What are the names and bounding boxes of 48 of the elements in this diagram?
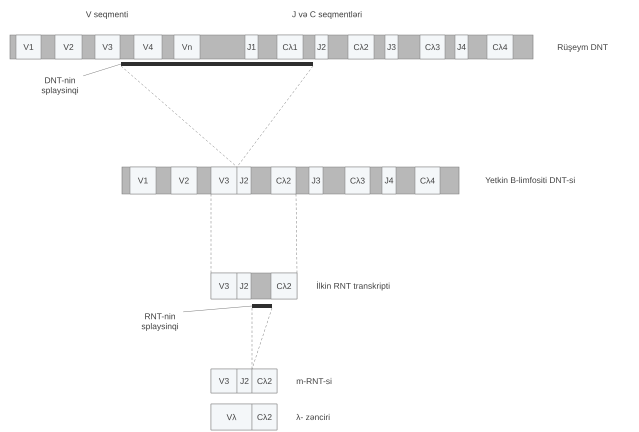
gene-segment-box: V3 (210, 368, 238, 394)
gene-segment-box: V2 (170, 166, 198, 194)
projection-line (236, 66, 314, 168)
row-label: m-RNT-si (296, 378, 332, 384)
splicing-bar (121, 62, 313, 66)
leader-line (182, 306, 252, 312)
gene-segment-box: J1 (244, 34, 258, 60)
gene-segment-box: J2 (314, 34, 328, 60)
row-label: Yetkin B-limfositi DNT-si (485, 176, 575, 184)
section-label: J və C seqmentləri (292, 11, 362, 19)
projection-line (120, 66, 238, 168)
gene-segment-box: Cλ2 (252, 404, 278, 430)
row-label: İlkin RNT transkripti (316, 281, 390, 291)
projection-line (296, 194, 298, 274)
gene-segment-box: Cλ1 (276, 34, 304, 60)
gene-segment-box: Cλ2 (348, 34, 374, 60)
gene-segment-box: J4 (454, 34, 468, 60)
gene-segment-box: Cλ2 (270, 272, 298, 300)
gene-segment-box: J3 (384, 34, 398, 60)
row-label: Rüşeym DNT (558, 44, 608, 52)
splicing-bar (252, 304, 272, 308)
annotation-text: DNT-nin splaysinqi (42, 77, 78, 95)
projection-line (252, 308, 272, 370)
gene-segment-box: V3 (210, 166, 238, 194)
gene-segment-box: J3 (308, 166, 324, 194)
gene-segment-box: J4 (382, 166, 396, 194)
gene-segment-box: Vn (174, 34, 200, 60)
leader-line (82, 64, 122, 76)
row-label: λ- zənciri (296, 414, 330, 420)
gene-segment-box: V1 (16, 34, 42, 60)
gene-segment-box: V1 (130, 166, 156, 194)
section-label: V seqmenti (86, 11, 128, 19)
gene-segment-box: V3 (94, 34, 120, 60)
gene-segment-box: V2 (54, 34, 82, 60)
gene-segment-box: Vλ (210, 404, 252, 430)
gene-segment-box: J2 (236, 368, 252, 394)
gene-segment-box: Cλ3 (344, 166, 370, 194)
projection-line (210, 194, 212, 274)
gene-segment-box: Cλ2 (270, 166, 296, 194)
gene-segment-box: V4 (134, 34, 162, 60)
gene-segment-box: Cλ2 (252, 368, 278, 394)
gene-segment-box: V3 (210, 272, 238, 300)
gene-segment-box: Cλ3 (420, 34, 446, 60)
gene-segment-box: J2 (236, 272, 252, 300)
gene-segment-box: Cλ4 (414, 166, 440, 194)
gene-segment-box: J2 (236, 166, 252, 194)
annotation-text: RNT-nin splaysinqi (142, 313, 178, 331)
gene-segment-box: Cλ4 (486, 34, 514, 60)
